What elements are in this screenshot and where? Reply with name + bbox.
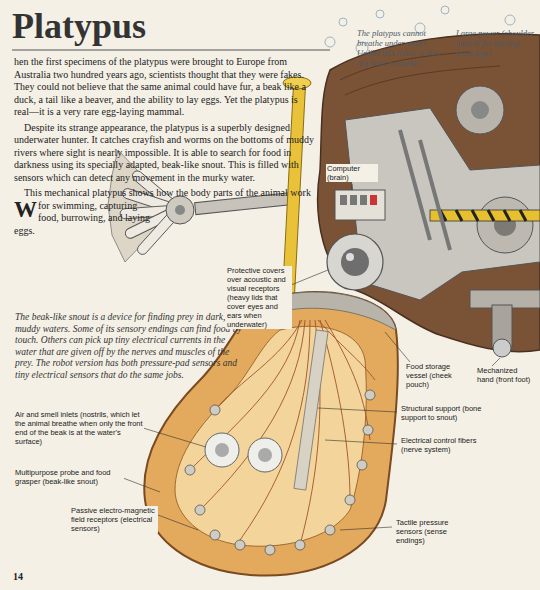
part-label: Air and smell inlets (nostrils, which le…: [14, 410, 144, 446]
part-label: Mechanized hand (front foot): [476, 366, 536, 384]
part-label: Passive electro-magnetic field receptors…: [70, 506, 158, 533]
intro-paragraph: When the first specimens of the platypus…: [14, 56, 314, 119]
eye-ear-cover: [327, 234, 383, 290]
machinery-cutaway: [335, 86, 540, 300]
snout-caption: The beak-like snout is a device for find…: [15, 312, 243, 381]
part-label: Large power (shoulder muscle for moving …: [455, 28, 537, 58]
leader-lines: [123, 184, 500, 530]
part-label: Food storage vessel (cheek pouch): [405, 362, 469, 389]
page-title: Platypus: [12, 6, 146, 46]
snorkel-note: The platypus cannot breathe under water.…: [356, 28, 450, 68]
intro-paragraph: Despite its strange appearance, the plat…: [14, 122, 314, 185]
part-label: Structural support (bone support to snou…: [400, 404, 484, 422]
part-label: Protective covers over acoustic and visu…: [226, 266, 292, 329]
part-label: Electrical control fibers (nerve system): [400, 436, 484, 454]
snout: [144, 292, 398, 575]
part-label: Computer (brain): [326, 164, 378, 182]
wrap-spacer: [156, 200, 314, 590]
intro-paragraph: This mechanical platypus shows how the b…: [14, 187, 314, 237]
title-rule: [12, 50, 330, 51]
part-label: Multipurpose probe and food grasper (bea…: [14, 468, 124, 486]
part-label: Tactile pressure sensors (sense endings): [395, 518, 477, 545]
front-right-leg: [470, 290, 540, 357]
page-number: 14: [12, 572, 44, 581]
